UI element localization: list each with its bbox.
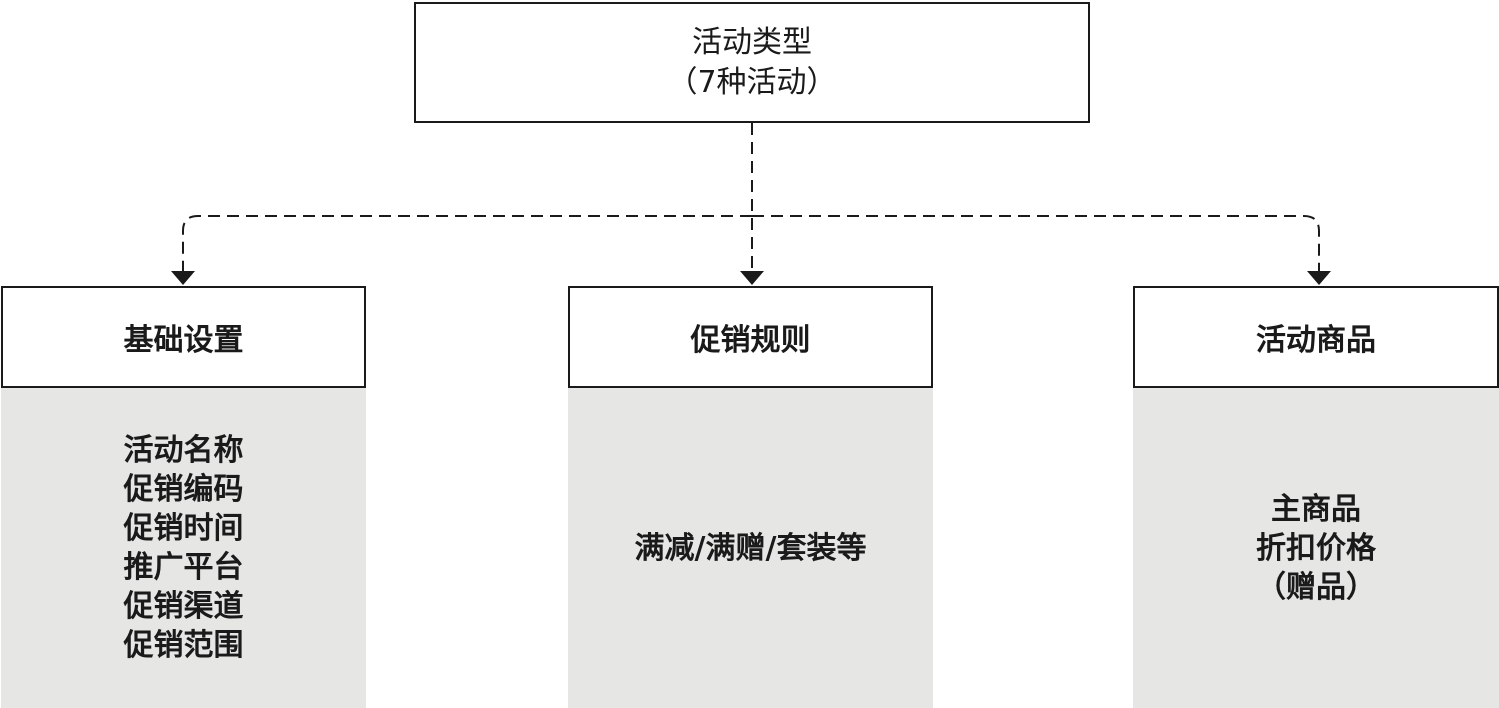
list-item: 促销渠道 [123, 589, 244, 624]
list-item: 主商品 [1271, 491, 1361, 527]
list-item: 促销编码 [123, 472, 244, 507]
connector-left [182, 215, 752, 272]
branch-panel-promotion-rules: 满减/满赠/套装等 [568, 388, 933, 708]
root-node-activity-type: 活动类型 （7种活动） [414, 2, 1090, 123]
branch-heading-label: 促销规则 [690, 323, 811, 358]
branch-heading-label: 基础设置 [123, 323, 244, 358]
root-subtitle: （7种活动） [667, 64, 837, 100]
list-item: 促销时间 [123, 511, 244, 546]
list-item: 满减/满赠/套装等 [634, 530, 867, 566]
list-item: 促销范围 [123, 628, 244, 663]
arrowhead-left [171, 271, 195, 285]
arrowhead-center [740, 271, 764, 285]
branch-panel-activity-products: 主商品 折扣价格 （赠品） [1133, 388, 1499, 708]
branch-heading-promotion-rules: 促销规则 [568, 286, 933, 388]
branch-heading-basic-settings: 基础设置 [1, 286, 366, 388]
list-item: 折扣价格 [1256, 530, 1376, 566]
arrowhead-right [1307, 271, 1331, 285]
branch-panel-basic-settings: 活动名称 促销编码 促销时间 推广平台 促销渠道 促销范围 [1, 388, 366, 708]
root-title: 活动类型 [692, 24, 812, 60]
list-item: （赠品） [1256, 569, 1376, 605]
branch-heading-label: 活动商品 [1256, 323, 1376, 358]
branch-heading-activity-products: 活动商品 [1133, 286, 1499, 388]
connector-right [752, 215, 1320, 272]
list-item: 推广平台 [123, 550, 244, 585]
list-item: 活动名称 [123, 433, 244, 468]
